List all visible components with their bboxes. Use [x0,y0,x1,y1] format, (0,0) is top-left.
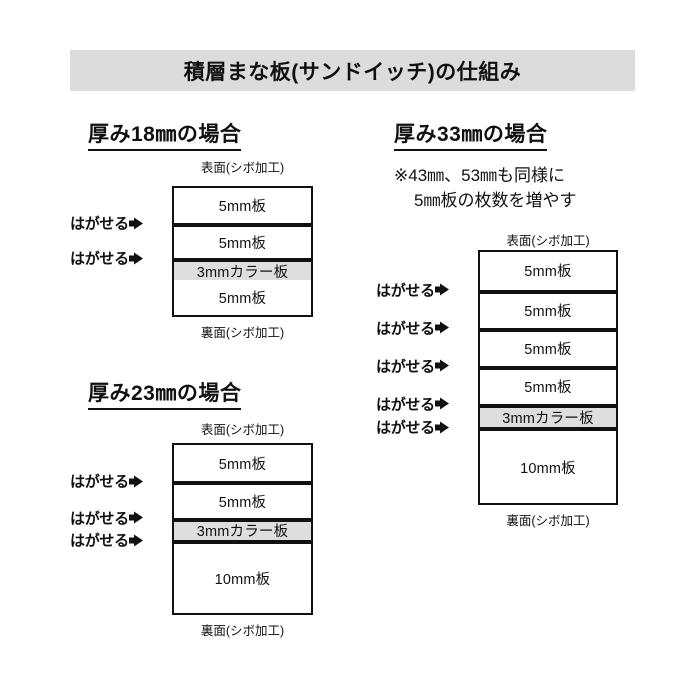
peelable-marker-thickness-33-1: はがせる [376,279,449,300]
peelable-marker-thickness-18-1: はがせる [70,213,143,234]
back-face-label-18: 裏面(シボ加工) [200,326,285,340]
section-note-33: ※43㎜、53㎜も同様に 5㎜板の枚数を増やす [394,164,576,213]
peelable-marker-thickness-23-3: はがせる [70,530,143,551]
section-heading-23: 厚み23㎜の場合 [88,377,242,410]
peelable-marker-thickness-23-2: はがせる [70,507,143,528]
layer-label: 5mm板 [524,304,572,321]
layer-thickness-33-2: 5mm板 [480,327,616,366]
layer-thickness-23-2: 3mmカラー板 [174,517,311,541]
layer-label: 5mm板 [218,236,267,253]
layer-thickness-33-0: 5mm板 [480,252,616,290]
arrow-right-icon [439,359,449,372]
layer-thickness-18-1: 5mm板 [174,223,311,259]
arrow-right-icon [439,283,449,296]
section-heading-18: 厚み18㎜の場合 [88,118,242,151]
layer-label: 3mmカラー板 [196,524,289,541]
layer-label: 10mm板 [520,460,576,477]
layer-thickness-23-1: 5mm板 [174,481,311,518]
section-note-33-line1: ※43㎜、53㎜も同様に [394,166,566,185]
arrow-right-icon-tail [434,286,440,293]
peelable-label: はがせる [376,396,435,414]
arrow-right-icon-tail [434,362,440,369]
peelable-marker-thickness-33-3: はがせる [376,355,449,376]
layer-stack-33: 5mm板 5mm板 5mm板 5mm板 3mmカラー板 10mm板 [478,250,618,505]
layer-thickness-33-5: 10mm板 [480,427,616,503]
page-title: 積層まな板(サンドイッチ)の仕組み [183,60,522,84]
layer-label: 5mm板 [524,380,572,397]
section-thickness-18: 厚み18㎜の場合 [88,118,242,151]
arrow-right-icon-tail [434,424,440,431]
peelable-marker-thickness-33-5: はがせる [376,417,449,438]
arrow-right-icon [439,321,449,334]
section-heading-33: 厚み33㎜の場合 [394,118,548,151]
layer-thickness-18-3: 5mm板 [174,279,311,315]
layer-thickness-18-0: 5mm板 [174,188,311,224]
arrow-right-icon [133,217,143,230]
front-face-label-18: 表面(シボ加工) [200,161,285,175]
layer-thickness-33-1: 5mm板 [480,289,616,328]
layer-thickness-23-0: 5mm板 [174,445,311,482]
section-note-33-line2: 5㎜板の枚数を増やす [414,190,577,210]
front-face-label-33: 表面(シボ加工) [506,234,590,248]
peelable-label: はがせる [376,358,435,376]
section-thickness-23: 厚み23㎜の場合 [88,377,242,410]
layer-label: 5mm板 [524,342,572,359]
layer-label: 3mmカラー板 [196,264,289,281]
layer-label: 5mm板 [524,264,572,281]
back-face-label-33: 裏面(シボ加工) [506,514,590,528]
arrow-right-icon [439,421,449,434]
layer-thickness-23-3: 10mm板 [174,540,311,613]
page-title-band: 積層まな板(サンドイッチ)の仕組み [70,50,635,91]
layer-label: 10mm板 [214,572,271,589]
peelable-label: はがせる [70,473,129,491]
peelable-label: はがせる [376,419,435,437]
front-face-label-23: 表面(シボ加工) [200,423,285,437]
peelable-label: はがせる [70,532,129,550]
peelable-label: はがせる [70,250,129,268]
layer-label: 5mm板 [218,290,267,307]
layer-label: 5mm板 [218,456,267,473]
layer-thickness-18-2: 3mmカラー板 [174,258,311,281]
layer-label: 5mm板 [218,199,267,216]
peelable-marker-thickness-18-2: はがせる [70,248,143,269]
peelable-label: はがせる [376,320,435,338]
arrow-right-icon-tail [128,537,134,544]
arrow-right-icon-tail [128,514,134,521]
layer-label: 3mmカラー板 [502,410,594,427]
peelable-marker-thickness-23-1: はがせる [70,471,143,492]
arrow-right-icon-tail [128,220,134,227]
back-face-label-23: 裏面(シボ加工) [200,624,285,638]
arrow-right-icon-tail [128,478,134,485]
arrow-right-icon [133,475,143,488]
layer-thickness-33-3: 5mm板 [480,365,616,404]
arrow-right-icon [133,534,143,547]
peelable-label: はがせる [376,282,435,300]
layer-stack-23: 5mm板 5mm板 3mmカラー板 10mm板 [172,443,313,615]
arrow-right-icon [133,511,143,524]
arrow-right-icon-tail [128,255,134,262]
layer-stack-18: 5mm板 5mm板 3mmカラー板 5mm板 [172,186,313,317]
peelable-marker-thickness-33-4: はがせる [376,393,449,414]
peelable-label: はがせる [70,510,129,528]
layer-label: 5mm板 [218,495,267,512]
arrow-right-icon-tail [434,400,440,407]
arrow-right-icon [439,397,449,410]
arrow-right-icon [133,252,143,265]
peelable-label: はがせる [70,215,129,233]
peelable-marker-thickness-33-2: はがせる [376,317,449,338]
arrow-right-icon-tail [434,324,440,331]
layer-thickness-33-4: 3mmカラー板 [480,403,616,428]
section-thickness-33: 厚み33㎜の場合 ※43㎜、53㎜も同様に 5㎜板の枚数を増やす [394,118,576,213]
